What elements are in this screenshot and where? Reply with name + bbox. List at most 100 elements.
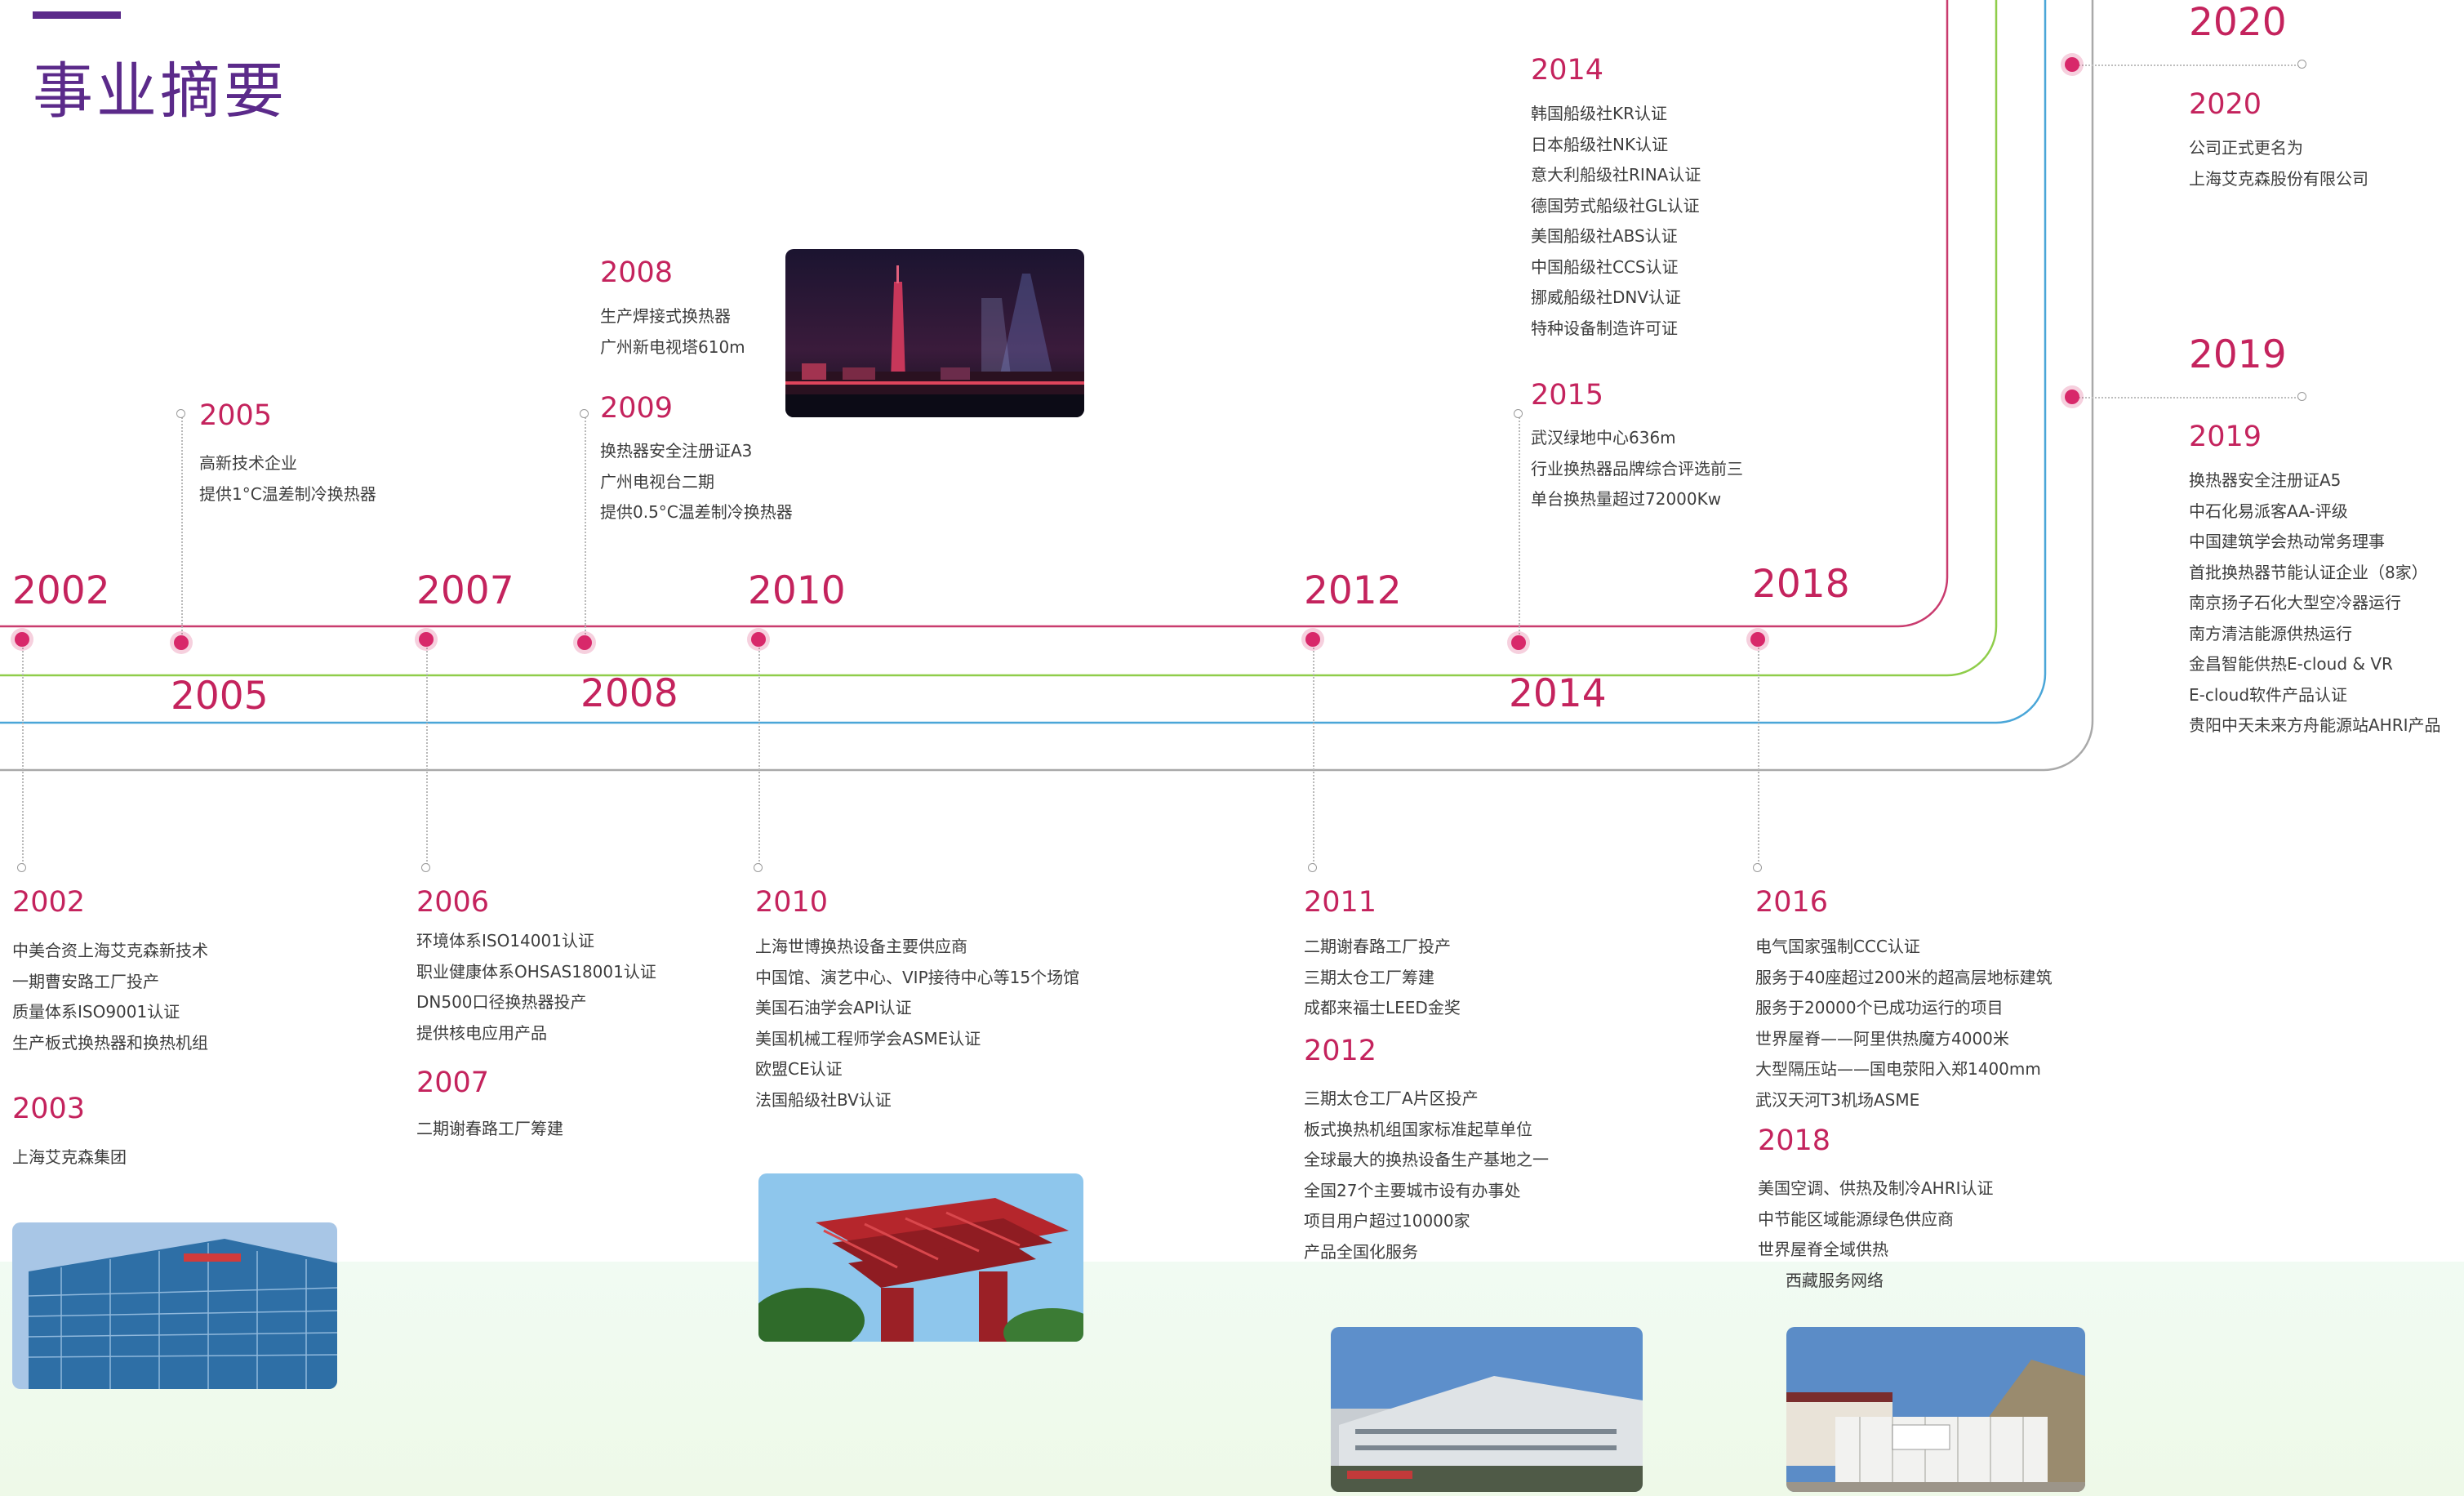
list-item: 南方清洁能源供热运行 (2189, 623, 2352, 643)
list-item: 提供0.5°C温差制冷换热器 (600, 502, 793, 522)
list-item: 项目用户超过10000家 (1304, 1211, 1470, 1231)
milestone-dot-2020 (2065, 57, 2079, 72)
entry-items-2015: 武汉绿地中心636m 行业换热器品牌综合评选前三 单台换热量超过72000Kw (1531, 423, 1743, 515)
milestone-dot-2012 (1305, 632, 1320, 647)
list-item: 韩国船级社KR认证 (1531, 104, 1668, 123)
entry-items-2006: 环境体系ISO14001认证 职业健康体系OHSAS18001认证 DN500口… (416, 926, 656, 1049)
china-pavilion-photo (758, 1173, 1083, 1342)
entry-items-2009: 换热器安全注册证A3 广州电视台二期 提供0.5°C温差制冷换热器 (600, 436, 793, 528)
connector-2019 (2072, 397, 2302, 398)
list-item: 提供核电应用产品 (416, 1022, 547, 1043)
list-item: 美国空调、供热及制冷AHRI认证 (1758, 1178, 1994, 1198)
connector-2010 (758, 641, 760, 868)
factory-photo (1331, 1327, 1643, 1492)
entry-year-2006: 2006 (416, 886, 490, 919)
list-item: 贵阳中天未来方舟能源站AHRI产品 (2189, 715, 2441, 735)
axis-year-2010: 2010 (748, 568, 846, 613)
list-item: 广州电视台二期 (600, 471, 714, 492)
list-item: 上海世博换热设备主要供应商 (755, 937, 967, 956)
axis-year-2002: 2002 (12, 568, 110, 613)
list-item: 日本船级社NK认证 (1531, 134, 1669, 154)
list-item: 电气国家强制CCC认证 (1755, 937, 1920, 956)
list-item: 中节能区域能源绿色供应商 (1758, 1209, 1954, 1229)
axis-year-2020: 2020 (2189, 0, 2287, 45)
end-circle-2011 (1308, 863, 1317, 872)
list-item: 大型隔压站——国电荥阳入郑1400mm (1755, 1059, 2041, 1079)
entry-year-2002: 2002 (12, 886, 86, 919)
entry-year-2015: 2015 (1531, 379, 1604, 412)
connector-2020 (2072, 65, 2302, 66)
entry-items-2012: 三期太仓工厂A片区投产 板式换热机组国家标准起草单位 全球最大的换热设备生产基地… (1304, 1084, 1549, 1267)
entry-year-2009: 2009 (600, 392, 674, 425)
title-accent-bar (33, 11, 121, 19)
list-item: 中石化易派客AA-评级 (2189, 501, 2348, 521)
list-item: 三期太仓工厂筹建 (1304, 967, 1434, 987)
list-item: 武汉绿地中心636m (1531, 428, 1676, 447)
end-circle-2005 (176, 409, 185, 418)
list-item: 生产焊接式换热器 (600, 306, 731, 326)
list-item: DN500口径换热器投产 (416, 992, 587, 1012)
axis-year-2018: 2018 (1752, 562, 1850, 607)
end-circle-2010 (754, 863, 763, 872)
end-circle-2002 (17, 863, 26, 872)
end-circle-2009 (580, 409, 589, 418)
end-circle-2019 (2297, 392, 2306, 401)
connector-2005 (181, 414, 183, 641)
milestone-dot-2002 (15, 632, 29, 647)
list-item: 世界屋脊全域供热 (1758, 1240, 1888, 1259)
list-item: 公司正式更名为 (2189, 138, 2303, 158)
list-item: 德国劳式船级社GL认证 (1531, 195, 1700, 216)
list-item: 全国27个主要城市设有办事处 (1304, 1180, 1521, 1200)
list-item: 上海艾克森集团 (12, 1147, 127, 1167)
list-item: 质量体系ISO9001认证 (12, 1002, 180, 1022)
list-item: 成都来福士LEED金奖 (1304, 998, 1461, 1017)
entry-year-2020: 2020 (2189, 88, 2262, 121)
milestone-dot-2008 (577, 635, 592, 650)
milestone-dot-2014 (1511, 635, 1526, 650)
end-circle-2020 (2297, 60, 2306, 69)
list-item: 服务于40座超过200米的超高层地标建筑 (1755, 967, 2053, 987)
list-item: 高新技术企业 (199, 453, 297, 473)
connector-2016 (1758, 641, 1759, 868)
list-item: 二期谢春路工厂投产 (1304, 937, 1451, 956)
list-item: 南京扬子石化大型空冷器运行 (2189, 593, 2401, 612)
end-circle-2016 (1753, 863, 1762, 872)
end-circle-2015 (1514, 409, 1523, 418)
entry-year-2007: 2007 (416, 1066, 490, 1099)
end-circle-2006 (421, 863, 430, 872)
entry-items-2019: 换热器安全注册证A5 中石化易派客AA-评级 中国建筑学会热动常务理事 首批换热… (2189, 465, 2441, 741)
list-item: 一期曹安路工厂投产 (12, 971, 159, 991)
list-item: 法国船级社BV认证 (755, 1089, 892, 1110)
connector-2009 (585, 414, 586, 641)
office-building-photo (12, 1222, 337, 1389)
list-item: 美国船级社ABS认证 (1531, 226, 1678, 246)
list-item: 全球最大的换热设备生产基地之一 (1304, 1150, 1549, 1169)
list-item: 生产板式换热器和换热机组 (12, 1032, 208, 1053)
milestone-dot-2005 (174, 635, 189, 650)
list-item: 首批换热器节能认证企业（8家） (2189, 562, 2428, 582)
entry-year-2012: 2012 (1304, 1035, 1377, 1067)
list-item: 上海艾克森股份有限公司 (2189, 168, 2368, 189)
list-item: 欧盟CE认证 (755, 1059, 843, 1079)
list-item: 意大利船级社RINA认证 (1531, 165, 1701, 185)
list-item: 服务于20000个已成功运行的项目 (1755, 998, 2004, 1017)
list-item: 职业健康体系OHSAS18001认证 (416, 961, 656, 982)
entry-items-2020: 公司正式更名为 上海艾克森股份有限公司 (2189, 133, 2368, 194)
entry-year-2005: 2005 (199, 399, 273, 432)
axis-year-2005: 2005 (171, 674, 269, 719)
entry-items-2018: 美国空调、供热及制冷AHRI认证 中节能区域能源绿色供应商 世界屋脊全域供热 西… (1758, 1173, 1994, 1296)
milestone-dot-2019 (2065, 390, 2079, 404)
list-item: 中美合资上海艾克森新技术 (12, 941, 208, 960)
page-title: 事业摘要 (33, 56, 287, 127)
tibet-container-photo (1786, 1327, 2085, 1492)
list-item: 二期谢春路工厂筹建 (416, 1119, 563, 1138)
entry-items-2005: 高新技术企业 提供1°C温差制冷换热器 (199, 448, 376, 510)
milestone-dot-2018 (1750, 632, 1765, 647)
canton-tower-photo (785, 249, 1084, 417)
axis-year-2012: 2012 (1304, 568, 1402, 613)
axis-year-2007: 2007 (416, 568, 514, 613)
entry-items-2008: 生产焊接式换热器 广州新电视塔610m (600, 301, 745, 363)
list-item: 三期太仓工厂A片区投产 (1304, 1089, 1479, 1108)
list-item: 金昌智能供热E-cloud & VR (2189, 654, 2393, 674)
list-item: 美国机械工程师学会ASME认证 (755, 1028, 981, 1049)
